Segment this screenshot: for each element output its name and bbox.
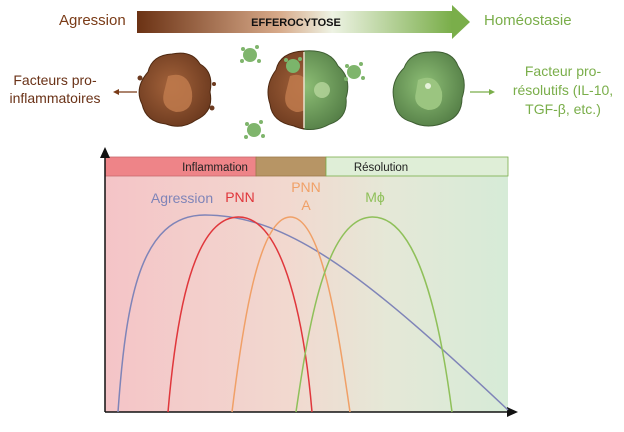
efferocytose-arrow: EFFEROCYTOSE: [137, 5, 470, 39]
pro-inflammatory-factors-label: Facteurs pro- inflammatoires: [6, 71, 104, 107]
efferocytosis-cell-icon: [267, 50, 349, 130]
homeostasie-label: Homéostasie: [484, 12, 572, 29]
phase-inflammation-label: Inflammation: [182, 162, 248, 174]
pro-resolving-factors-label: Facteur pro- résolutifs (IL-10, TGF-β, e…: [507, 62, 619, 119]
agression-label: Agression: [59, 12, 126, 29]
damaged-cell-icon: [137, 52, 216, 127]
right-small-arrow: [470, 89, 495, 95]
left-small-arrow: [113, 89, 137, 95]
phase-resolution-label: Résolution: [354, 162, 408, 174]
curve-label-pnn-a: PNN: [291, 179, 321, 195]
phase-bar: Inflammation Résolution: [104, 156, 509, 177]
curve-pnn-a: [231, 216, 351, 413]
efferocytose-label: EFFEROCYTOSE: [251, 17, 341, 29]
curve-agression: [117, 214, 509, 413]
x-axis-arrowhead: [507, 407, 518, 417]
curve-pnn: [167, 216, 313, 413]
curve-macrophage: [295, 216, 453, 413]
pro-inflammatory-line-1: Facteurs pro-: [13, 72, 97, 88]
pro-resolving-line-3: TGF-β, etc.): [525, 101, 601, 117]
pro-resolving-line-2: résolutifs (IL-10,: [512, 82, 614, 98]
curve-label-pnn: PNN: [225, 189, 255, 205]
curve-label-agression: Agression: [151, 190, 213, 206]
phase-transition: [255, 156, 327, 177]
chart-axes: [100, 147, 518, 417]
healthy-cell-icon: [392, 51, 465, 127]
debris-icon: [240, 45, 365, 139]
curve-label-pnn-a-line2: A: [301, 197, 311, 213]
curve-label-macrophage: Mϕ: [365, 189, 385, 205]
phase-resolution: [325, 156, 509, 177]
y-axis-arrowhead: [100, 147, 110, 158]
pro-inflammatory-line-2: inflammatoires: [9, 90, 101, 106]
pro-resolving-line-1: Facteur pro-: [524, 63, 602, 79]
